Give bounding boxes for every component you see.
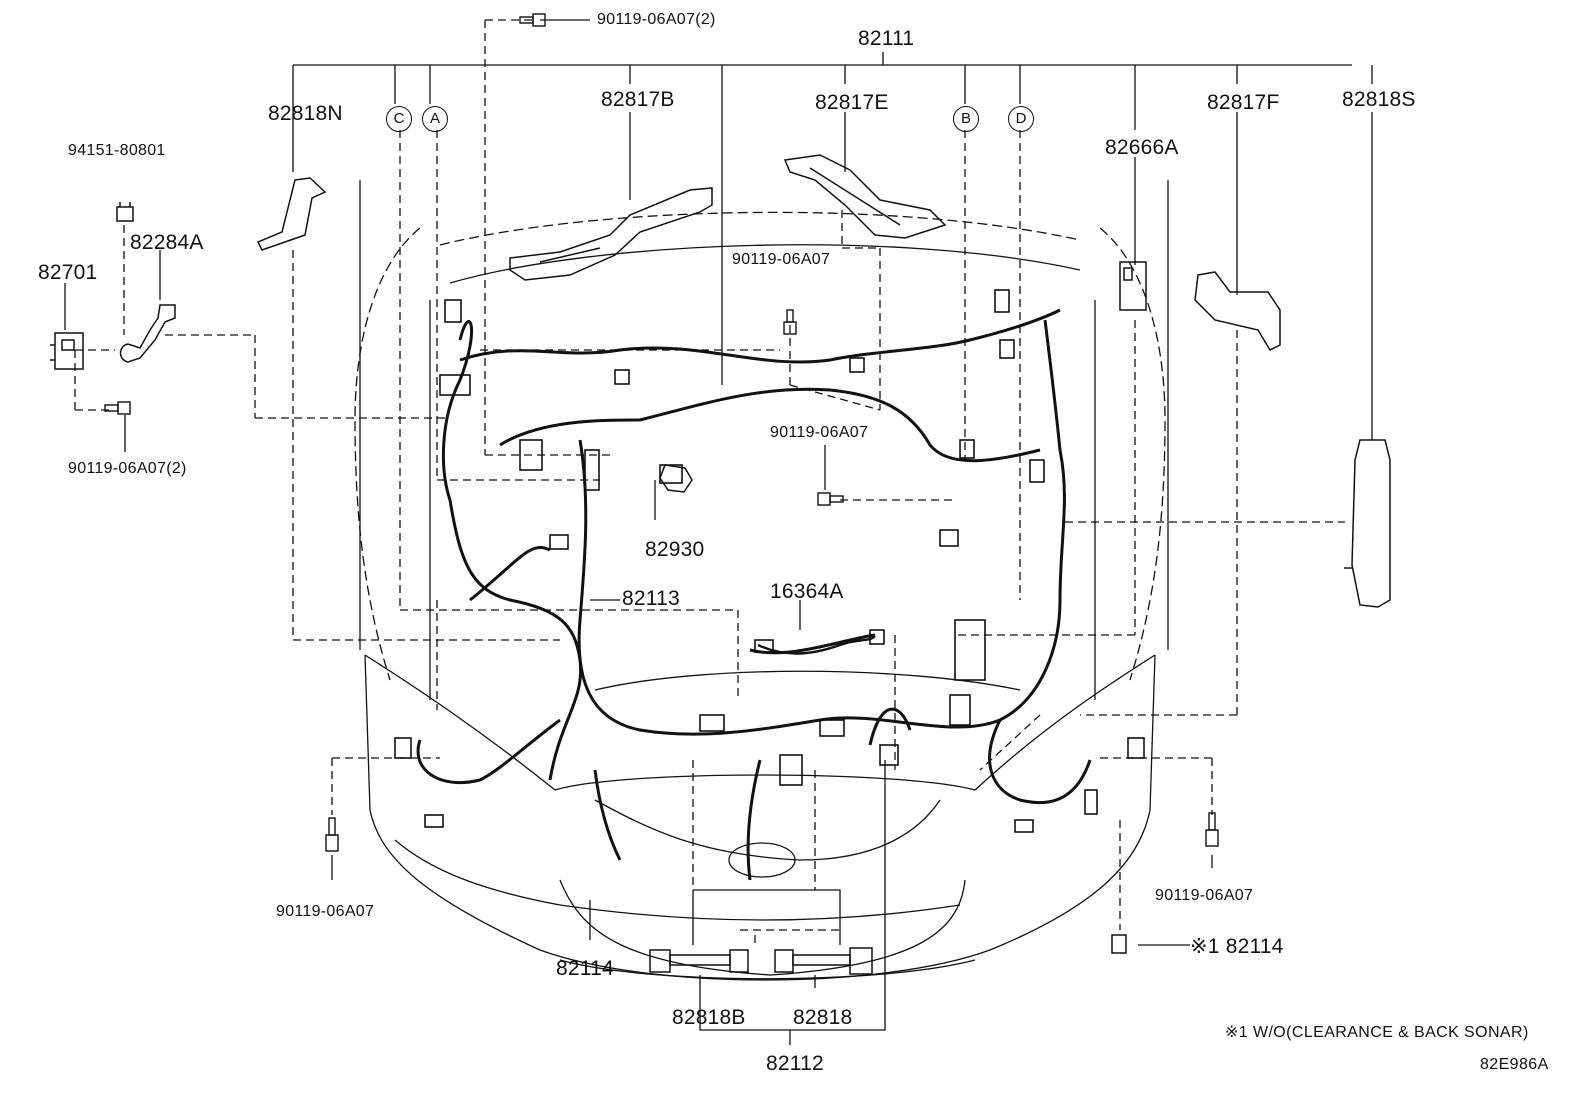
leader-lines-82111 [292, 52, 1373, 440]
main-wiring-harness [416, 308, 1092, 881]
dashed-connector-lines [74, 19, 1345, 948]
callout-82284A: 82284A [130, 231, 204, 254]
callout-90119-06A07-bottom-right: 90119-06A07 [1155, 887, 1254, 904]
part-82930-connector [659, 464, 693, 493]
part-82818-clamp [774, 947, 873, 975]
callout-82114-right: ※1 82114 [1190, 935, 1284, 958]
callout-82113: 82113 [622, 587, 680, 610]
bolt-90119-mid-upper [783, 309, 797, 335]
part-82817B-cover [509, 187, 713, 281]
part-82114-clip-right [1111, 934, 1127, 954]
reference-mark-a: A [422, 106, 448, 132]
callout-82818B: 82818B [672, 1006, 746, 1029]
callout-82817E: 82817E [815, 91, 889, 114]
footnote: ※1 W/O(CLEARANCE & BACK SONAR) [1225, 1024, 1529, 1041]
bolt-90119-top [519, 13, 546, 27]
bottom-leader-lines [64, 19, 1213, 1045]
part-82701-bracket [50, 332, 84, 370]
bolt-90119-left [104, 401, 131, 415]
bolt-90119-mid-lower [817, 492, 844, 506]
callout-90119-06A07-mid-lower: 90119-06A07 [770, 424, 869, 441]
callout-90119-06A07-top: 90119-06A07(2) [597, 11, 716, 28]
callout-90119-06A07-mid-upper: 90119-06A07 [732, 251, 831, 268]
part-82284A-ground-wire [119, 304, 176, 363]
part-94151-nut [116, 202, 134, 222]
harness-connectors [394, 289, 1145, 833]
callout-90119-06A07-bottom-left: 90119-06A07 [276, 903, 375, 920]
callout-82818S: 82818S [1342, 88, 1416, 111]
callout-16364A: 16364A [770, 580, 844, 603]
callout-82114-left: 82114 [556, 957, 614, 980]
bolt-90119-bottom-left [325, 817, 339, 852]
callout-82818N: 82818N [268, 102, 343, 125]
reference-mark-d: D [1008, 106, 1034, 132]
reference-mark-b: B [953, 106, 979, 132]
callout-82818: 82818 [793, 1006, 853, 1029]
callout-82817B: 82817B [601, 88, 675, 111]
callout-82666A: 82666A [1105, 136, 1179, 159]
callout-82930: 82930 [645, 538, 705, 561]
part-82818S-cover [1344, 439, 1391, 608]
callout-82701: 82701 [38, 261, 98, 284]
vehicle-body-outline [354, 180, 1169, 981]
part-82818N-bracket [256, 177, 327, 251]
reference-mark-c: C [386, 106, 412, 132]
bolt-90119-bottom-right [1205, 812, 1219, 847]
callout-82112: 82112 [766, 1052, 824, 1075]
callout-82817F: 82817F [1207, 91, 1280, 114]
part-16364A-harness [757, 635, 876, 655]
callout-82111: 82111 [858, 27, 915, 50]
part-82666A-relay-block [1119, 261, 1147, 311]
callout-94151-80801: 94151-80801 [68, 142, 166, 159]
diagram-code: 82E986A [1480, 1056, 1549, 1073]
part-82817E-cover [783, 154, 947, 239]
part-82817F-cover [1194, 271, 1281, 351]
part-82818B-clamp [649, 949, 749, 973]
callout-90119-06A07-left: 90119-06A07(2) [68, 460, 187, 477]
